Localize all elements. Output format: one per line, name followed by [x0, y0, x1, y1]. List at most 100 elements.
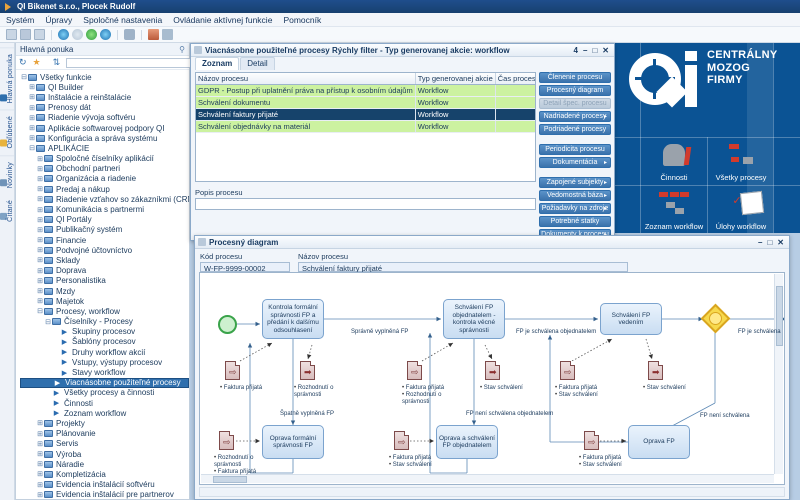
expander-icon[interactable]: ⊞ [29, 104, 35, 112]
diagram-data-object[interactable]: ⇨ [394, 431, 409, 450]
pin-icon[interactable]: ⚲ [179, 44, 185, 54]
tree-item[interactable]: ⊞Publikačný systém [20, 225, 189, 235]
refresh-icon[interactable]: ↻ [19, 57, 27, 67]
table-cell[interactable]: GDPR - Postup při uplatnění práva na pří… [196, 84, 416, 97]
tree-item[interactable]: ▶Činnosti [20, 398, 189, 408]
table-column-header[interactable]: Názov procesu [196, 73, 416, 85]
expander-icon[interactable]: ⊞ [37, 481, 43, 489]
info-icon[interactable] [124, 29, 135, 40]
paste-icon[interactable] [34, 29, 45, 40]
tree-item[interactable]: ▶Zoznam workflow [20, 408, 189, 418]
tile-ulohy-workflow[interactable]: ✓ Úlohy workflow [708, 186, 774, 233]
expander-icon[interactable]: ⊞ [37, 165, 43, 173]
canvas-horizontal-scrollbar[interactable] [201, 474, 774, 483]
tree-item[interactable]: ⊞Predaj a nákup [20, 184, 189, 194]
tree-item[interactable]: ▶Všetky procesy a činnosti [20, 388, 189, 398]
menu-item-upravy[interactable]: Úpravy [45, 14, 73, 25]
cut-icon[interactable] [20, 29, 31, 40]
table-cell[interactable]: Schválení faktury přijaté [196, 108, 416, 121]
diagram-data-object[interactable]: ⇨ [584, 431, 599, 450]
field-value[interactable]: W-FP-9999-00002 [200, 262, 290, 273]
expander-icon[interactable]: ⊞ [37, 430, 43, 438]
diagram-start-node[interactable] [218, 315, 237, 334]
table-cell[interactable]: Schválení objednávky na materiál [196, 120, 416, 133]
refresh-green-icon[interactable] [86, 29, 97, 40]
expander-icon[interactable]: ⊞ [37, 288, 43, 296]
tree-item[interactable]: ▶Šablóny procesov [20, 337, 189, 347]
diagram-data-object[interactable]: ⇨ [407, 361, 422, 380]
action-button[interactable]: Potrebné statky [539, 216, 611, 227]
expander-icon[interactable]: ⊞ [37, 226, 43, 234]
tree-item[interactable]: ⊞Aplikácie softwarovej podpory QI [20, 123, 189, 133]
menu-item-spolocne-nastavenia[interactable]: Spoločné nastavenia [83, 14, 163, 25]
expander-icon[interactable]: ⊞ [37, 175, 43, 183]
diagram-task-node[interactable]: Oprava formální správnosti FP [262, 425, 324, 459]
diagram-canvas[interactable]: Kontrola formální správnosti FP a předán… [199, 272, 785, 485]
action-button[interactable]: Vedomostná báza▸ [539, 190, 611, 201]
tree-item[interactable]: ⊞Evidencia inštalácií pre partnerov [20, 490, 189, 499]
print-preview-icon[interactable] [148, 29, 159, 40]
expander-icon[interactable]: ⊞ [37, 257, 43, 265]
tree-item[interactable]: ⊟Všetky funkcie [20, 72, 189, 82]
close-button[interactable]: ✕ [602, 45, 609, 55]
print-icon[interactable] [162, 29, 173, 40]
tree-item[interactable]: ▶Stavy workflow [20, 367, 189, 377]
tree-item[interactable]: ⊟APLIKÁCIE [20, 143, 189, 153]
tree-item[interactable]: ⊞Obchodní partneri [20, 164, 189, 174]
vtab-hlavna-ponuka[interactable]: Hlavná ponuka [0, 47, 14, 110]
tile-zoznam-workflow[interactable]: Zoznam workflow [641, 186, 707, 233]
table-cell[interactable]: Workflow [415, 108, 496, 121]
close-button[interactable]: ✕ [777, 237, 784, 247]
action-button[interactable]: Členenie procesu [539, 72, 611, 83]
menu-item-system[interactable]: Systém [6, 14, 35, 25]
tree-item[interactable]: ⊞Plánovanie [20, 429, 189, 439]
action-button[interactable]: Procesný diagram [539, 85, 611, 96]
expander-icon[interactable]: ⊞ [37, 451, 43, 459]
expander-icon[interactable]: ⊞ [37, 237, 43, 245]
tree-item[interactable]: ⊞Riadenie vzťahov so zákazníkmi (CRM) [20, 194, 189, 204]
expander-icon[interactable]: ⊟ [29, 145, 35, 153]
expander-icon[interactable]: ⊟ [37, 308, 43, 316]
table-cell[interactable]: Schválení dokumentu [196, 96, 416, 109]
expander-icon[interactable]: ⊞ [37, 155, 43, 163]
tree-item[interactable]: ⊞Servis [20, 439, 189, 449]
expander-icon[interactable]: ⊞ [29, 114, 35, 122]
table-column-header[interactable]: Čas procesu [495, 73, 535, 85]
diagram-task-node[interactable]: Oprava a schválení FP objednatelem [436, 425, 498, 459]
table-row[interactable]: GDPR - Postup při uplatnění práva na pří… [196, 84, 535, 97]
maximize-button[interactable]: □ [767, 237, 773, 247]
tree-item[interactable]: ⊞Podvojné účtovníctvo [20, 245, 189, 255]
table-column-header[interactable]: Typ generovanej akcie [415, 73, 496, 85]
tree-item[interactable]: ⊞Prenosy dát [20, 103, 189, 113]
tree-item[interactable]: ⊟Číselníky - Procesy [20, 317, 189, 327]
table-cell[interactable]: Workflow [415, 84, 496, 97]
minimize-button[interactable]: – [758, 237, 763, 247]
diagram-data-object[interactable]: ⇨ [225, 361, 240, 380]
sort-icon[interactable]: ⇅ [52, 57, 61, 67]
diagram-task-node[interactable]: Schválení FP vedením [600, 303, 662, 335]
tree-item[interactable]: ⊞Organizácia a riadenie [20, 174, 189, 184]
tree-item[interactable]: ⊞QI Builder [20, 82, 189, 92]
canvas-vertical-scrollbar[interactable] [774, 274, 783, 474]
tree-item[interactable]: ▶Viacnásobne použiteľné procesy [20, 377, 189, 388]
expander-icon[interactable]: ⊞ [29, 94, 35, 102]
tree-item[interactable]: ⊞Výroba [20, 449, 189, 459]
tree-item[interactable]: ⊟Procesy, workflow [20, 306, 189, 316]
tree-item[interactable]: ⊞Evidencia inštalácií softvéru [20, 480, 189, 490]
tree-item[interactable]: ⊞Spoločné číselníky aplikácií [20, 154, 189, 164]
vtab-novinky[interactable]: Novinky [0, 154, 14, 195]
minimize-button[interactable]: – [583, 45, 588, 55]
expander-icon[interactable]: ⊞ [37, 461, 43, 469]
diagram-data-object[interactable]: ➡ [648, 361, 663, 380]
action-button[interactable]: Podriadené procesy [539, 124, 611, 135]
tree-item[interactable]: ⊞Financie [20, 235, 189, 245]
table-cell[interactable] [495, 84, 535, 97]
tree-item[interactable]: ⊞Mzdy [20, 286, 189, 296]
tree-item[interactable]: ⊞Majetok [20, 296, 189, 306]
diagram-data-object[interactable]: ⇨ [219, 431, 234, 450]
field-value[interactable]: Schválení faktury přijaté [298, 262, 628, 273]
expander-icon[interactable]: ⊞ [37, 196, 43, 204]
tree-item[interactable]: ⊞Riadenie vývoja softvéru [20, 113, 189, 123]
